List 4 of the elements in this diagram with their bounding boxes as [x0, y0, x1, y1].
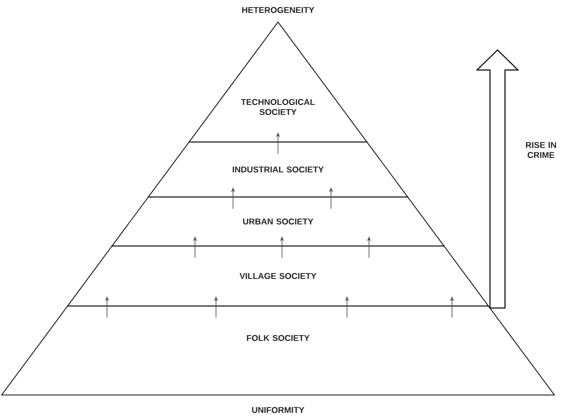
axis-label: HETEROGENEITY — [242, 7, 314, 13]
pyramid-band: INDUSTRIAL SOCIETY — [148, 142, 408, 198]
arrow-label: RISE IN CRIME — [526, 142, 556, 158]
axis-label: UNIFORMITY — [252, 407, 304, 413]
